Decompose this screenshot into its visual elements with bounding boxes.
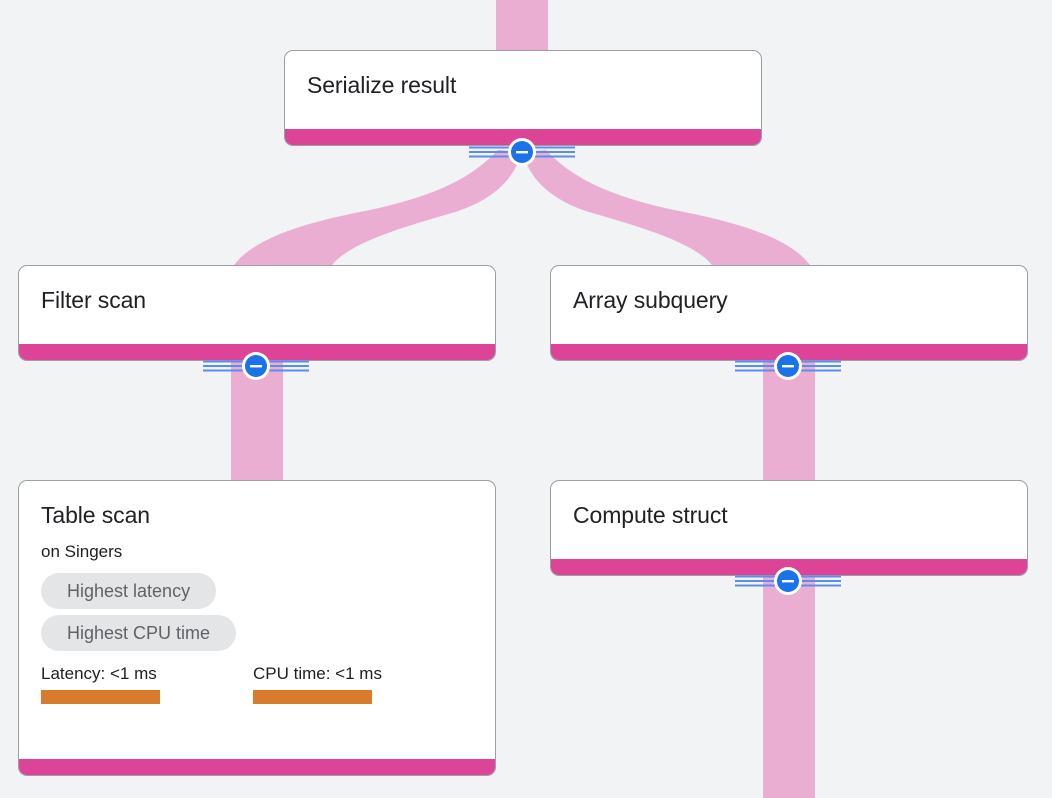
- plan-node-accent-bar: [285, 129, 761, 145]
- plan-node-accent-bar: [551, 344, 1027, 360]
- plan-node-body: Array subquery: [551, 266, 1027, 344]
- plan-node-accent-bar: [19, 344, 495, 360]
- edge-serialize-to-filter-scan: [232, 150, 521, 268]
- collapse-toggle-icon: [203, 352, 309, 380]
- plan-node-metric: CPU time: <1 ms: [253, 663, 465, 704]
- toggle-compute-struct[interactable]: [733, 566, 843, 596]
- plan-node-metric: Latency: <1 ms: [41, 663, 253, 704]
- plan-node-title: Compute struct: [573, 502, 728, 528]
- collapse-toggle-icon: [735, 567, 841, 595]
- toggle-filter-scan[interactable]: [201, 351, 311, 381]
- collapse-toggle-icon: [469, 138, 575, 166]
- plan-node-subtitle: on Singers: [41, 542, 123, 561]
- edge-serialize-to-array-subquery: [523, 150, 812, 268]
- edge-into-serialize-result: [496, 0, 548, 54]
- plan-node-compute-struct[interactable]: Compute struct: [550, 480, 1028, 576]
- plan-node-chip: Highest CPU time: [41, 615, 237, 651]
- plan-node-body: Serialize result: [285, 51, 761, 129]
- collapse-toggle-icon: [735, 352, 841, 380]
- plan-node-array-subquery[interactable]: Array subquery: [550, 265, 1028, 361]
- plan-node-metric-label: CPU time: <1 ms: [253, 664, 382, 683]
- edge-compute-struct-down: [763, 573, 815, 798]
- plan-node-accent-bar: [551, 559, 1027, 575]
- plan-node-metric-bar: [41, 690, 160, 704]
- plan-node-title: Table scan: [41, 502, 150, 528]
- plan-node-metric-label: Latency: <1 ms: [41, 664, 157, 683]
- plan-node-serialize-result[interactable]: Serialize result: [284, 50, 762, 146]
- plan-node-body: Filter scan: [19, 266, 495, 344]
- plan-node-title: Filter scan: [41, 287, 146, 313]
- toggle-array-subquery[interactable]: [733, 351, 843, 381]
- plan-node-body: Compute struct: [551, 481, 1027, 559]
- plan-node-filter-scan[interactable]: Filter scan: [18, 265, 496, 361]
- toggle-serialize-result[interactable]: [467, 137, 577, 167]
- plan-node-metric-bar: [253, 690, 372, 704]
- plan-node-title: Serialize result: [307, 72, 457, 98]
- plan-node-metric-row: Latency: <1 ms CPU time: <1 ms: [41, 663, 473, 704]
- plan-node-accent-bar: [19, 759, 495, 775]
- plan-node-title: Array subquery: [573, 287, 728, 313]
- plan-node-chip: Highest latency: [41, 573, 217, 609]
